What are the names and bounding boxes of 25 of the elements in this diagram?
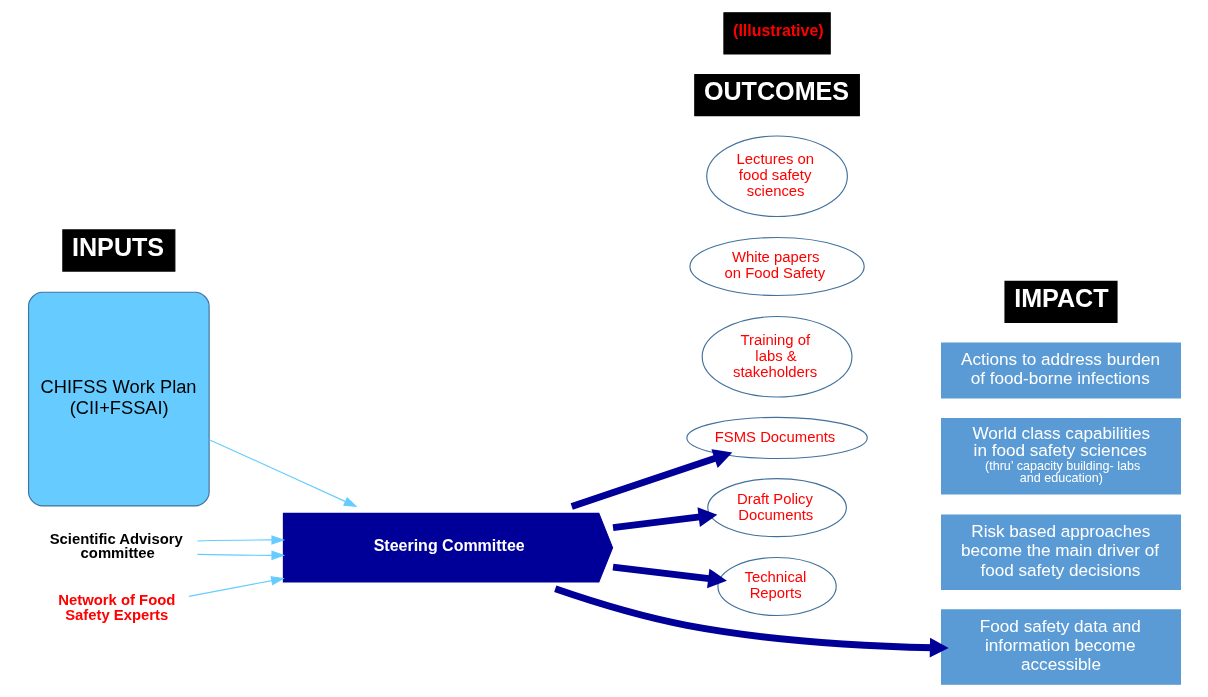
- node-box: Actions to address burden of food-borne infections: [940, 342, 1181, 399]
- arrow: [612, 563, 727, 589]
- node-text: Network of Food Safety Experts: [57, 592, 175, 624]
- node-box: CHIFSS Work Plan (CII+FSSAI): [27, 291, 210, 507]
- node-ellipse: FSMS Documents: [685, 416, 868, 460]
- arrow: [570, 449, 732, 510]
- node-ellipse: White papers on Food Safety: [688, 236, 865, 297]
- arrow: [187, 576, 285, 597]
- arrow: [208, 439, 357, 508]
- arrow: [612, 507, 717, 531]
- node-ellipse: Training of labs & stakeholders: [701, 316, 852, 398]
- node-ellipse: Draft Policy Documents: [706, 478, 847, 538]
- node-box: World class capabilities in food safety sciences (thru’ capacity building- labs and education): [940, 417, 1181, 495]
- arrow: [196, 535, 285, 545]
- label: (Illustrative): [732, 22, 824, 40]
- arrow: [196, 550, 285, 561]
- node-box: Risk based approaches become the main driver of food safety decisions: [940, 514, 1181, 590]
- label: IMPACT: [1013, 284, 1109, 313]
- node-box: Food safety data and information become accessible: [940, 609, 1181, 685]
- label: OUTCOMES: [703, 77, 849, 106]
- label: INPUTS: [71, 232, 164, 261]
- node-text: Scientific Advisory committee: [49, 530, 183, 562]
- node-ellipse: Technical Reports: [716, 556, 837, 617]
- node-ellipse: Lectures on food safety sciences: [705, 135, 848, 218]
- arrow: [553, 585, 949, 658]
